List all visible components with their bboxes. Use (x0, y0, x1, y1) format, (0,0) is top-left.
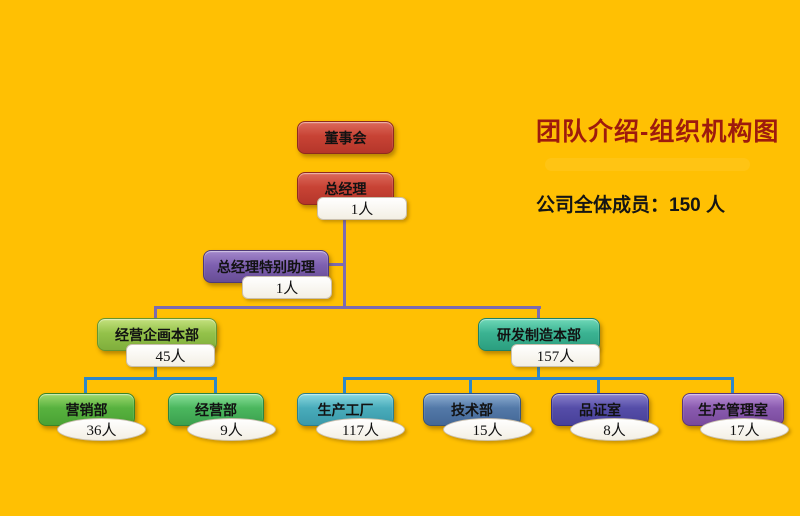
connector-planning-trunk (154, 365, 157, 379)
highlight-streak (545, 158, 750, 171)
count-production-management-office: 17人 (700, 418, 789, 441)
total-members-label: 公司全体成员：150 人 (536, 195, 725, 216)
connector-drop-qa (597, 377, 600, 394)
connector-drop-operations (214, 377, 217, 394)
connector-drop-marketing (84, 377, 87, 394)
count-general-manager: 1人 (317, 197, 407, 220)
connector-divisions-rail (154, 306, 541, 309)
slide-title: 团队介绍-组织机构图 (536, 118, 780, 146)
count-quality-assurance-office: 8人 (570, 418, 659, 441)
count-rd-manufacturing-hq: 157人 (511, 344, 600, 367)
connector-drop-rd (537, 306, 540, 320)
connector-drop-planning (154, 306, 157, 320)
count-production-factory: 117人 (316, 418, 405, 441)
node-gm-special-assistant: 总经理特别助理 (203, 250, 329, 283)
connector-drop-technology (469, 377, 472, 394)
count-marketing-dept: 36人 (57, 418, 146, 441)
count-operations-dept: 9人 (187, 418, 276, 441)
connector-rd-trunk (537, 365, 540, 379)
connector-drop-prod-mgmt (731, 377, 734, 394)
connector-rd-rail (343, 377, 734, 380)
connector-assistant-stub (327, 263, 345, 266)
node-board: 董事会 (297, 121, 394, 154)
connector-drop-factory (343, 377, 346, 394)
count-technology-dept: 15人 (443, 418, 532, 441)
connector-planning-rail (84, 377, 217, 380)
count-gm-special-assistant: 1人 (242, 276, 332, 299)
count-business-planning-hq: 45人 (126, 344, 215, 367)
